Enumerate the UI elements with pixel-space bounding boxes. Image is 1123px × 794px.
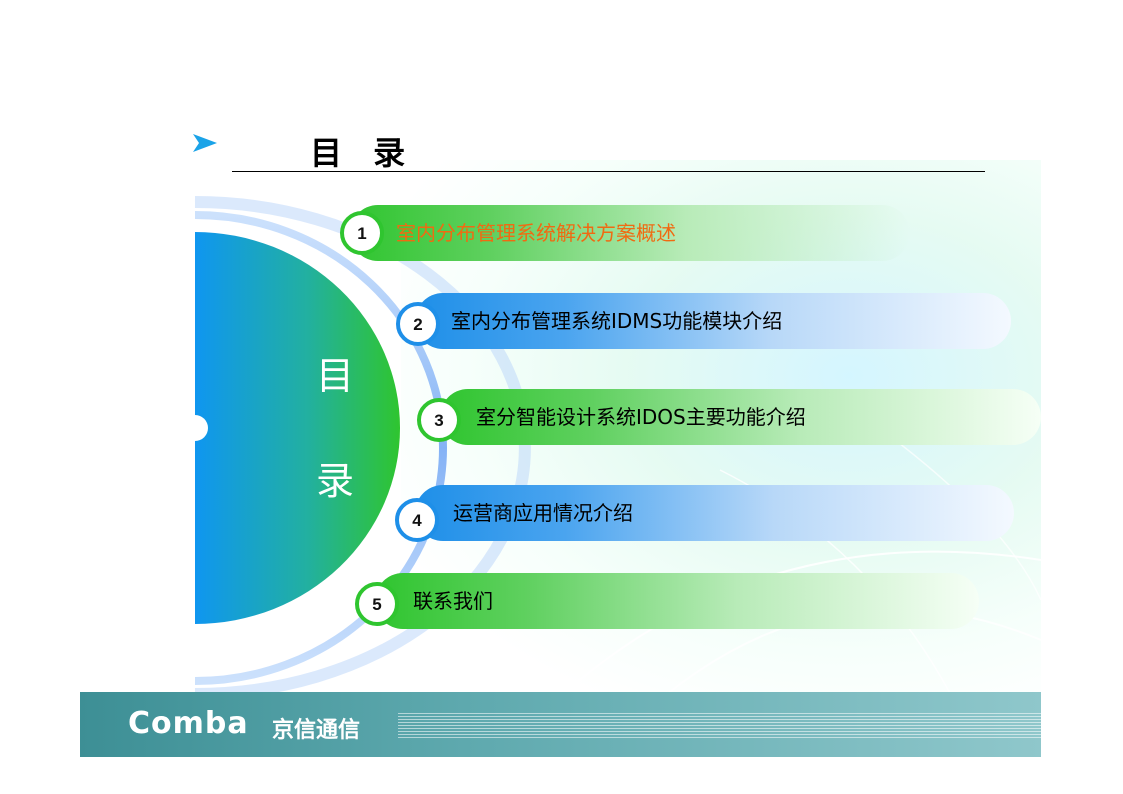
agenda-arc-graphic — [182, 196, 531, 700]
page-title: 目 录 — [310, 134, 416, 172]
agenda-number-badge: 5 — [355, 582, 399, 626]
agenda-item-1[interactable]: 室内分布管理系统解决方案概述 — [350, 205, 910, 261]
arrowhead-right-icon — [193, 134, 217, 152]
agenda-item-label: 运营商应用情况介绍 — [453, 501, 633, 525]
title-underline — [232, 171, 985, 172]
footer-bar: Comba 京信通信 — [80, 692, 1041, 757]
side-title-char-2: 录 — [316, 459, 355, 503]
agenda-item-5[interactable]: 联系我们 — [375, 573, 979, 629]
agenda-number-badge: 3 — [417, 398, 461, 442]
agenda-number-badge: 1 — [340, 211, 384, 255]
agenda-item-4[interactable]: 运营商应用情况介绍 — [415, 485, 1014, 541]
side-title-char-1: 目 — [316, 354, 355, 398]
agenda-number-badge: 4 — [395, 498, 439, 542]
agenda-number: 4 — [412, 511, 422, 530]
company-name: 京信通信 — [272, 718, 361, 743]
title-row: 目 录 — [192, 128, 992, 172]
agenda-number: 1 — [357, 224, 367, 243]
agenda-item-2[interactable]: 室内分布管理系统IDMS功能模块介绍 — [415, 293, 1011, 349]
agenda-number: 3 — [434, 411, 444, 430]
agenda-number: 2 — [413, 315, 423, 334]
footer-pattern — [398, 712, 1041, 738]
agenda-item-label: 室内分布管理系统IDMS功能模块介绍 — [451, 309, 783, 333]
slide: 目 录 目 录 室内分布管理系统解决方案概述 1 室内分布管理系统ID — [80, 40, 1041, 757]
agenda-item-3[interactable]: 室分智能设计系统IDOS主要功能介绍 — [440, 389, 1041, 445]
agenda-item-label: 联系我们 — [413, 589, 493, 613]
agenda-number: 5 — [372, 595, 382, 614]
company-logo: Comba — [128, 706, 249, 741]
agenda-item-label: 室分智能设计系统IDOS主要功能介绍 — [476, 405, 806, 429]
agenda-item-label: 室内分布管理系统解决方案概述 — [396, 221, 676, 245]
agenda-number-badge: 2 — [396, 302, 440, 346]
